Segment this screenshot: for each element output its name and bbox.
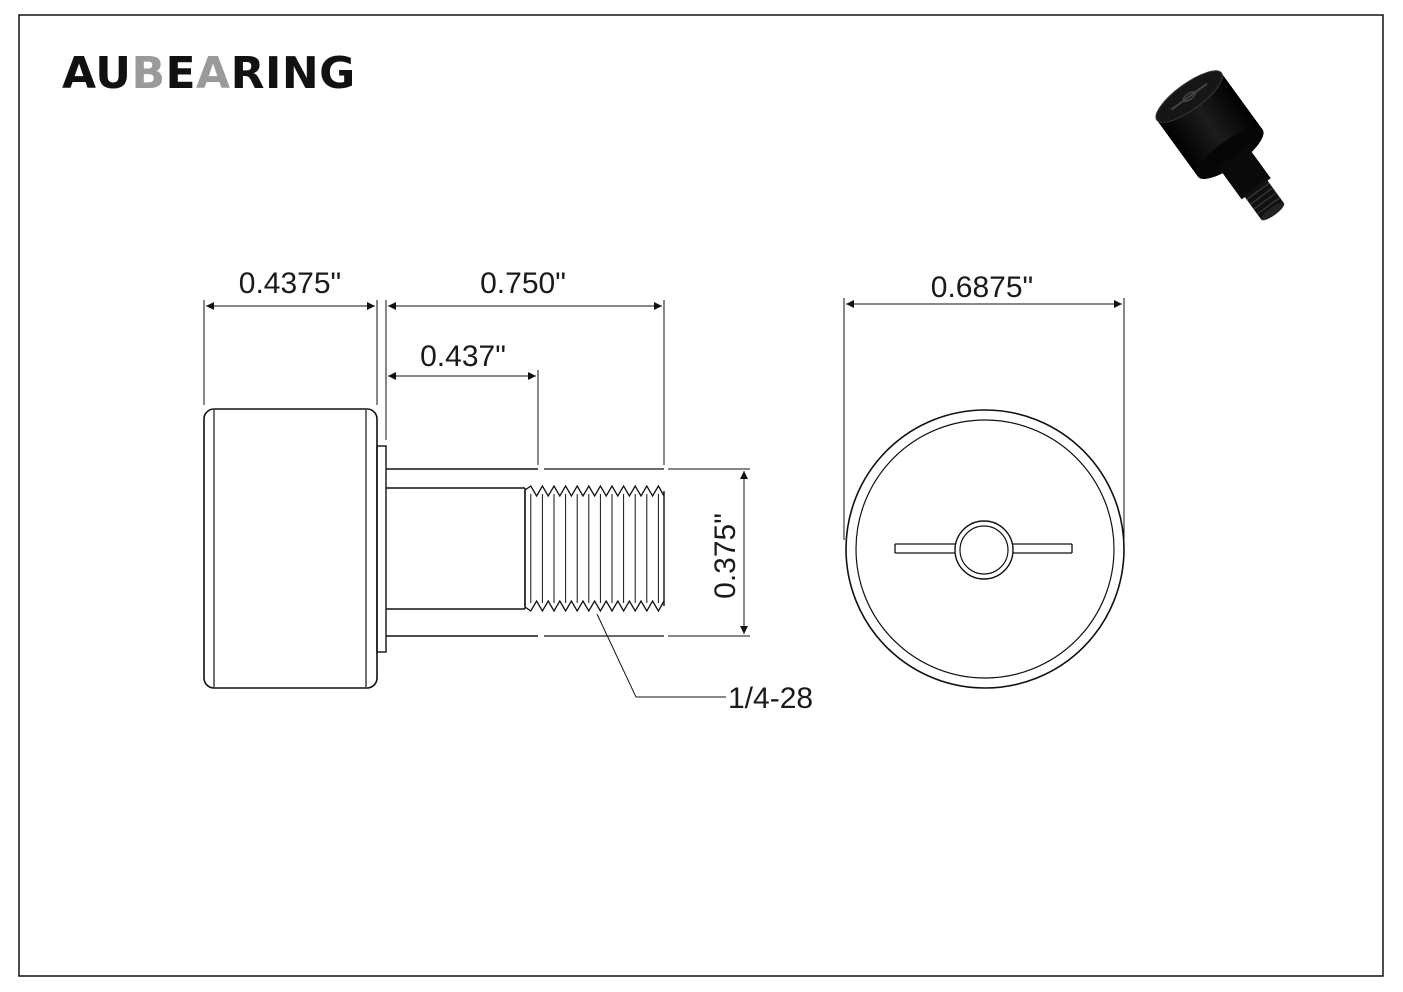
brand-logo-au: AU [62, 48, 131, 99]
thread-callout: 1/4-28 [728, 682, 813, 715]
thread-section [524, 468, 665, 637]
brand-logo-b: B [131, 48, 165, 99]
dim-stud-diameter: 0.375" [709, 513, 742, 599]
dim-roller-width: 0.4375" [239, 267, 341, 300]
brand-logo-ring: RING [231, 48, 356, 99]
roller-outer-circle [845, 409, 1125, 689]
dim-shank-length: 0.437" [420, 340, 506, 373]
roller-body [203, 408, 378, 689]
dim-roller-diameter: 0.6875" [931, 271, 1033, 304]
brand-logo: AUBEARING [62, 48, 356, 99]
end-view: 0.6875" [843, 271, 1125, 689]
brand-logo-a: A [196, 48, 231, 99]
lube-hole [954, 520, 1014, 580]
stud-flange [376, 445, 387, 653]
brand-logo-e: E [165, 48, 196, 99]
drawing-frame [18, 14, 1384, 977]
dim-stud-length: 0.750" [480, 267, 566, 300]
cam-follower-3d-icon [1155, 70, 1285, 221]
side-view: 0.4375" 0.750" 0.437" 0.375" 1/4-28 [203, 267, 813, 715]
